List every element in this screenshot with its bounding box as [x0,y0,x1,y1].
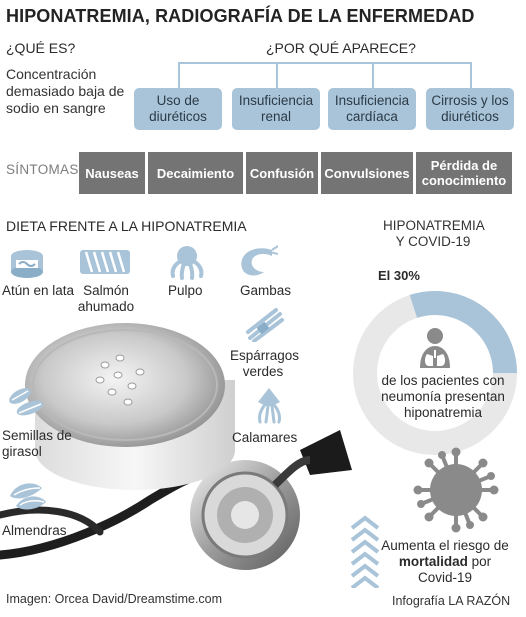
food-label-asparagus: Espárragos verdes [230,348,300,379]
symptom-nausea: Nauseas [79,152,145,194]
covid-heading: HIPONATREMIA Y COVID-19 [383,218,485,249]
food-label-squid: Calamares [232,430,298,445]
sunflower-seeds-icon [9,388,44,416]
connector-drop [372,62,374,88]
tuna-can-icon [11,250,43,278]
causes-connector [178,62,472,64]
food-label-almonds: Almendras [2,523,67,538]
food-label-seeds: Semillas de girasol [2,428,72,459]
symptoms-label: SÍNTOMAS [6,162,79,177]
octopus-icon [170,246,204,280]
mortality-risk-text: Aumenta el riesgo de mortalidad por Covi… [380,538,510,586]
connector-drop [470,62,472,88]
image-credit: Imagen: Orcea David/Dreamstime.com [6,592,223,606]
lungs-patient-icon [420,328,450,368]
food-label-octopus: Pulpo [168,283,203,298]
symptom-confusion: Confusión [246,152,318,194]
definition-text: Concentración demasiado baja de sodio en… [6,66,125,116]
coronavirus-icon [413,447,499,533]
risk-bold: mortalidad [398,554,468,569]
almonds-icon [10,483,46,510]
symptom-perdida: Pérdida de conocimiento [416,152,512,194]
increase-arrows-icon [350,515,380,588]
covid-percent-label: El 30% [378,268,420,283]
infographic-credit: Infografía LA RAZÓN [392,594,511,608]
food-label-shrimp: Gambas [240,283,292,298]
symptom-convulsiones: Convulsiones [321,152,413,194]
risk-prefix: Aumenta el riesgo de [381,538,509,553]
stethoscope-illustration [0,323,352,570]
smoked-salmon-icon [80,250,130,274]
food-label-tuna: Atún en lata [2,283,75,298]
diet-heading: DIETA FRENTE A LA HIPONATREMIA [6,218,247,234]
shrimp-icon [241,245,278,276]
symptom-decaimiento: Decaimiento [148,152,243,194]
donut-description: de los pacientes con neumonía presentan … [381,373,505,420]
page-title: HIPONATREMIA, RADIOGRAFÍA DE LA ENFERMED… [6,6,475,26]
cause-diuretics: Uso de diuréticos [134,88,222,130]
food-label-salmon: Salmón ahumado [77,283,135,314]
covid-donut-chart [353,291,517,455]
squid-icon [258,388,281,424]
cause-renal: Insuficiencia renal [232,88,320,130]
risk-suffix: por Covid-19 [417,554,492,585]
cause-cardiac: Insuficiencia cardíaca [328,88,416,130]
cause-cirrhosis: Cirrosis y los diuréticos [426,88,514,130]
asparagus-icon [246,308,284,342]
connector-drop [276,62,278,88]
why-heading: ¿POR QUÉ APARECE? [266,40,416,56]
connector-drop [178,62,180,88]
what-heading: ¿QUÉ ES? [6,40,76,56]
